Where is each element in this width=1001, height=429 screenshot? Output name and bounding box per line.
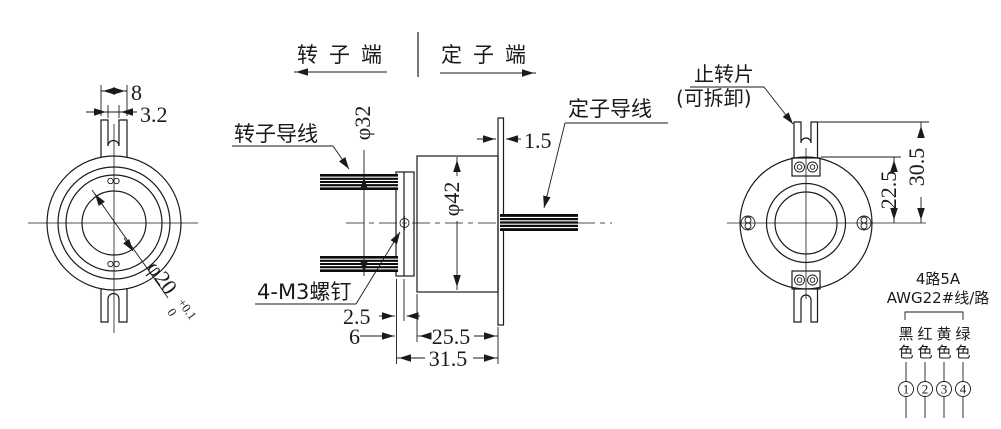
ring-number: 1 [903, 382, 910, 397]
dim-total-length-text: 31.5 [429, 346, 468, 371]
dim-flange-thickness-text: 1.5 [524, 128, 552, 153]
stator-end-label: 定子端 [441, 43, 537, 67]
dim-plate-thickness: 2.5 [343, 304, 420, 329]
wiring-spec-line1: 4路5A [916, 270, 961, 288]
wire-color-char: 黑 [898, 325, 913, 343]
dim-tab-height-text: 30.5 [904, 148, 929, 187]
dim-hub-and-body-length: 6 25.5 [349, 324, 498, 349]
screws-label-group: 4-M3螺钉 [255, 231, 401, 305]
wiring-column-3: 黄 色 3 [936, 325, 952, 418]
dim-slot-width-text: 3.2 [140, 102, 168, 127]
stator-wire-label: 定子导线 [568, 97, 652, 121]
rotor-wire-bundle-bottom [320, 256, 398, 272]
arrow-icon [123, 237, 134, 252]
right-bore-circle [774, 191, 838, 255]
stator-wire-bundle [500, 214, 578, 231]
wire-color-char: 色 [936, 343, 951, 361]
left-outer-circle [46, 155, 182, 291]
leader-arrow-icon [543, 122, 566, 209]
right-top-tab [793, 121, 819, 158]
left-rivet-marks [107, 177, 120, 268]
left-view: 8 3.2 φ20 +0.1 0 [28, 80, 199, 333]
dim-tab-height: 30.5 [818, 121, 929, 223]
wiring-column-1: 黑 色 1 [898, 325, 914, 418]
right-view: 止转片 (可拆卸) 22.5 30.5 [676, 62, 929, 323]
right-top-terminal-block [791, 157, 821, 177]
rotor-wire-label: 转子导线 [234, 122, 318, 146]
ring-number: 2 [922, 382, 929, 397]
dim-flange-thickness: 1.5 [477, 128, 552, 153]
leader-arrow-icon [763, 86, 794, 125]
stop-tab-note: (可拆卸) [676, 86, 752, 110]
left-inner-ring-circle [65, 174, 163, 272]
dim-hole-height-text: 22.5 [876, 171, 901, 210]
rotor-end-label: 转子端 [297, 43, 393, 67]
right-screw-right [856, 215, 872, 231]
dim-body-length-text: 25.5 [432, 324, 471, 349]
ring-number: 3 [941, 382, 948, 397]
wire-color-char: 绿 [955, 325, 970, 343]
wiring-bracket [904, 311, 964, 320]
header-orientation-labels: 转子端 定子端 [294, 32, 537, 77]
wire-color-char: 红 [917, 325, 932, 343]
left-bottom-tab [100, 289, 128, 323]
wire-color-char: 色 [917, 343, 932, 361]
right-screw-left [740, 215, 756, 231]
arrow-icon [94, 193, 105, 208]
dim-tab-width-text: 8 [131, 80, 142, 105]
right-bottom-tab [793, 289, 819, 323]
dim-rotor-dia: φ32 [350, 106, 375, 276]
rotor-wire-bundle-top [320, 174, 398, 190]
wiring-spec-line2: AWG22#线/路 [887, 289, 990, 307]
dim-body-dia: φ42 [439, 157, 464, 290]
stop-tab-label: 止转片 [694, 62, 754, 86]
dim-bore-tol-lower: 0 [165, 306, 180, 319]
right-bottom-terminal-block [791, 270, 821, 290]
dim-bore-text: φ20 [142, 256, 183, 299]
stator-wire-label-group: 定子导线 [543, 97, 668, 209]
dim-hub-length-text: 6 [349, 324, 360, 349]
screws-label: 4-M3螺钉 [257, 280, 351, 304]
dim-slot-width: 3.2 [86, 102, 168, 127]
wiring-column-2: 红 色 2 [917, 325, 933, 418]
dim-hole-height: 22.5 [821, 156, 901, 223]
right-ring-circle [765, 182, 847, 264]
middle-view: 转子导线 定子导线 4-M3螺钉 φ32 φ42 [232, 97, 668, 371]
stop-tab-label-group: 止转片 (可拆卸) [676, 62, 794, 125]
stator-body [416, 155, 499, 293]
dim-total-length: 31.5 [396, 346, 498, 371]
dim-body-dia-text: φ42 [439, 182, 464, 217]
leader-arrow-icon [355, 231, 401, 305]
leader-arrow-icon [332, 145, 350, 170]
wiring-diagram: 4路5A AWG22#线/路 黑 色 1 红 色 2 黄 色 3 [887, 270, 990, 418]
ring-number: 4 [960, 382, 967, 397]
wire-color-char: 色 [898, 343, 913, 361]
left-top-tab [100, 119, 128, 158]
dim-rotor-dia-text: φ32 [350, 106, 375, 141]
dim-plate-thickness-text: 2.5 [343, 304, 371, 329]
left-bore-circle [81, 190, 147, 256]
rotor-wire-label-group: 转子导线 [232, 122, 350, 170]
wiring-column-4: 绿 色 4 [955, 325, 971, 418]
left-ring-circle [57, 166, 171, 280]
rotor-plate [395, 171, 415, 277]
wire-color-char: 色 [955, 343, 970, 361]
wire-color-char: 黄 [936, 325, 951, 343]
dim-tab-width: 8 [100, 80, 142, 116]
